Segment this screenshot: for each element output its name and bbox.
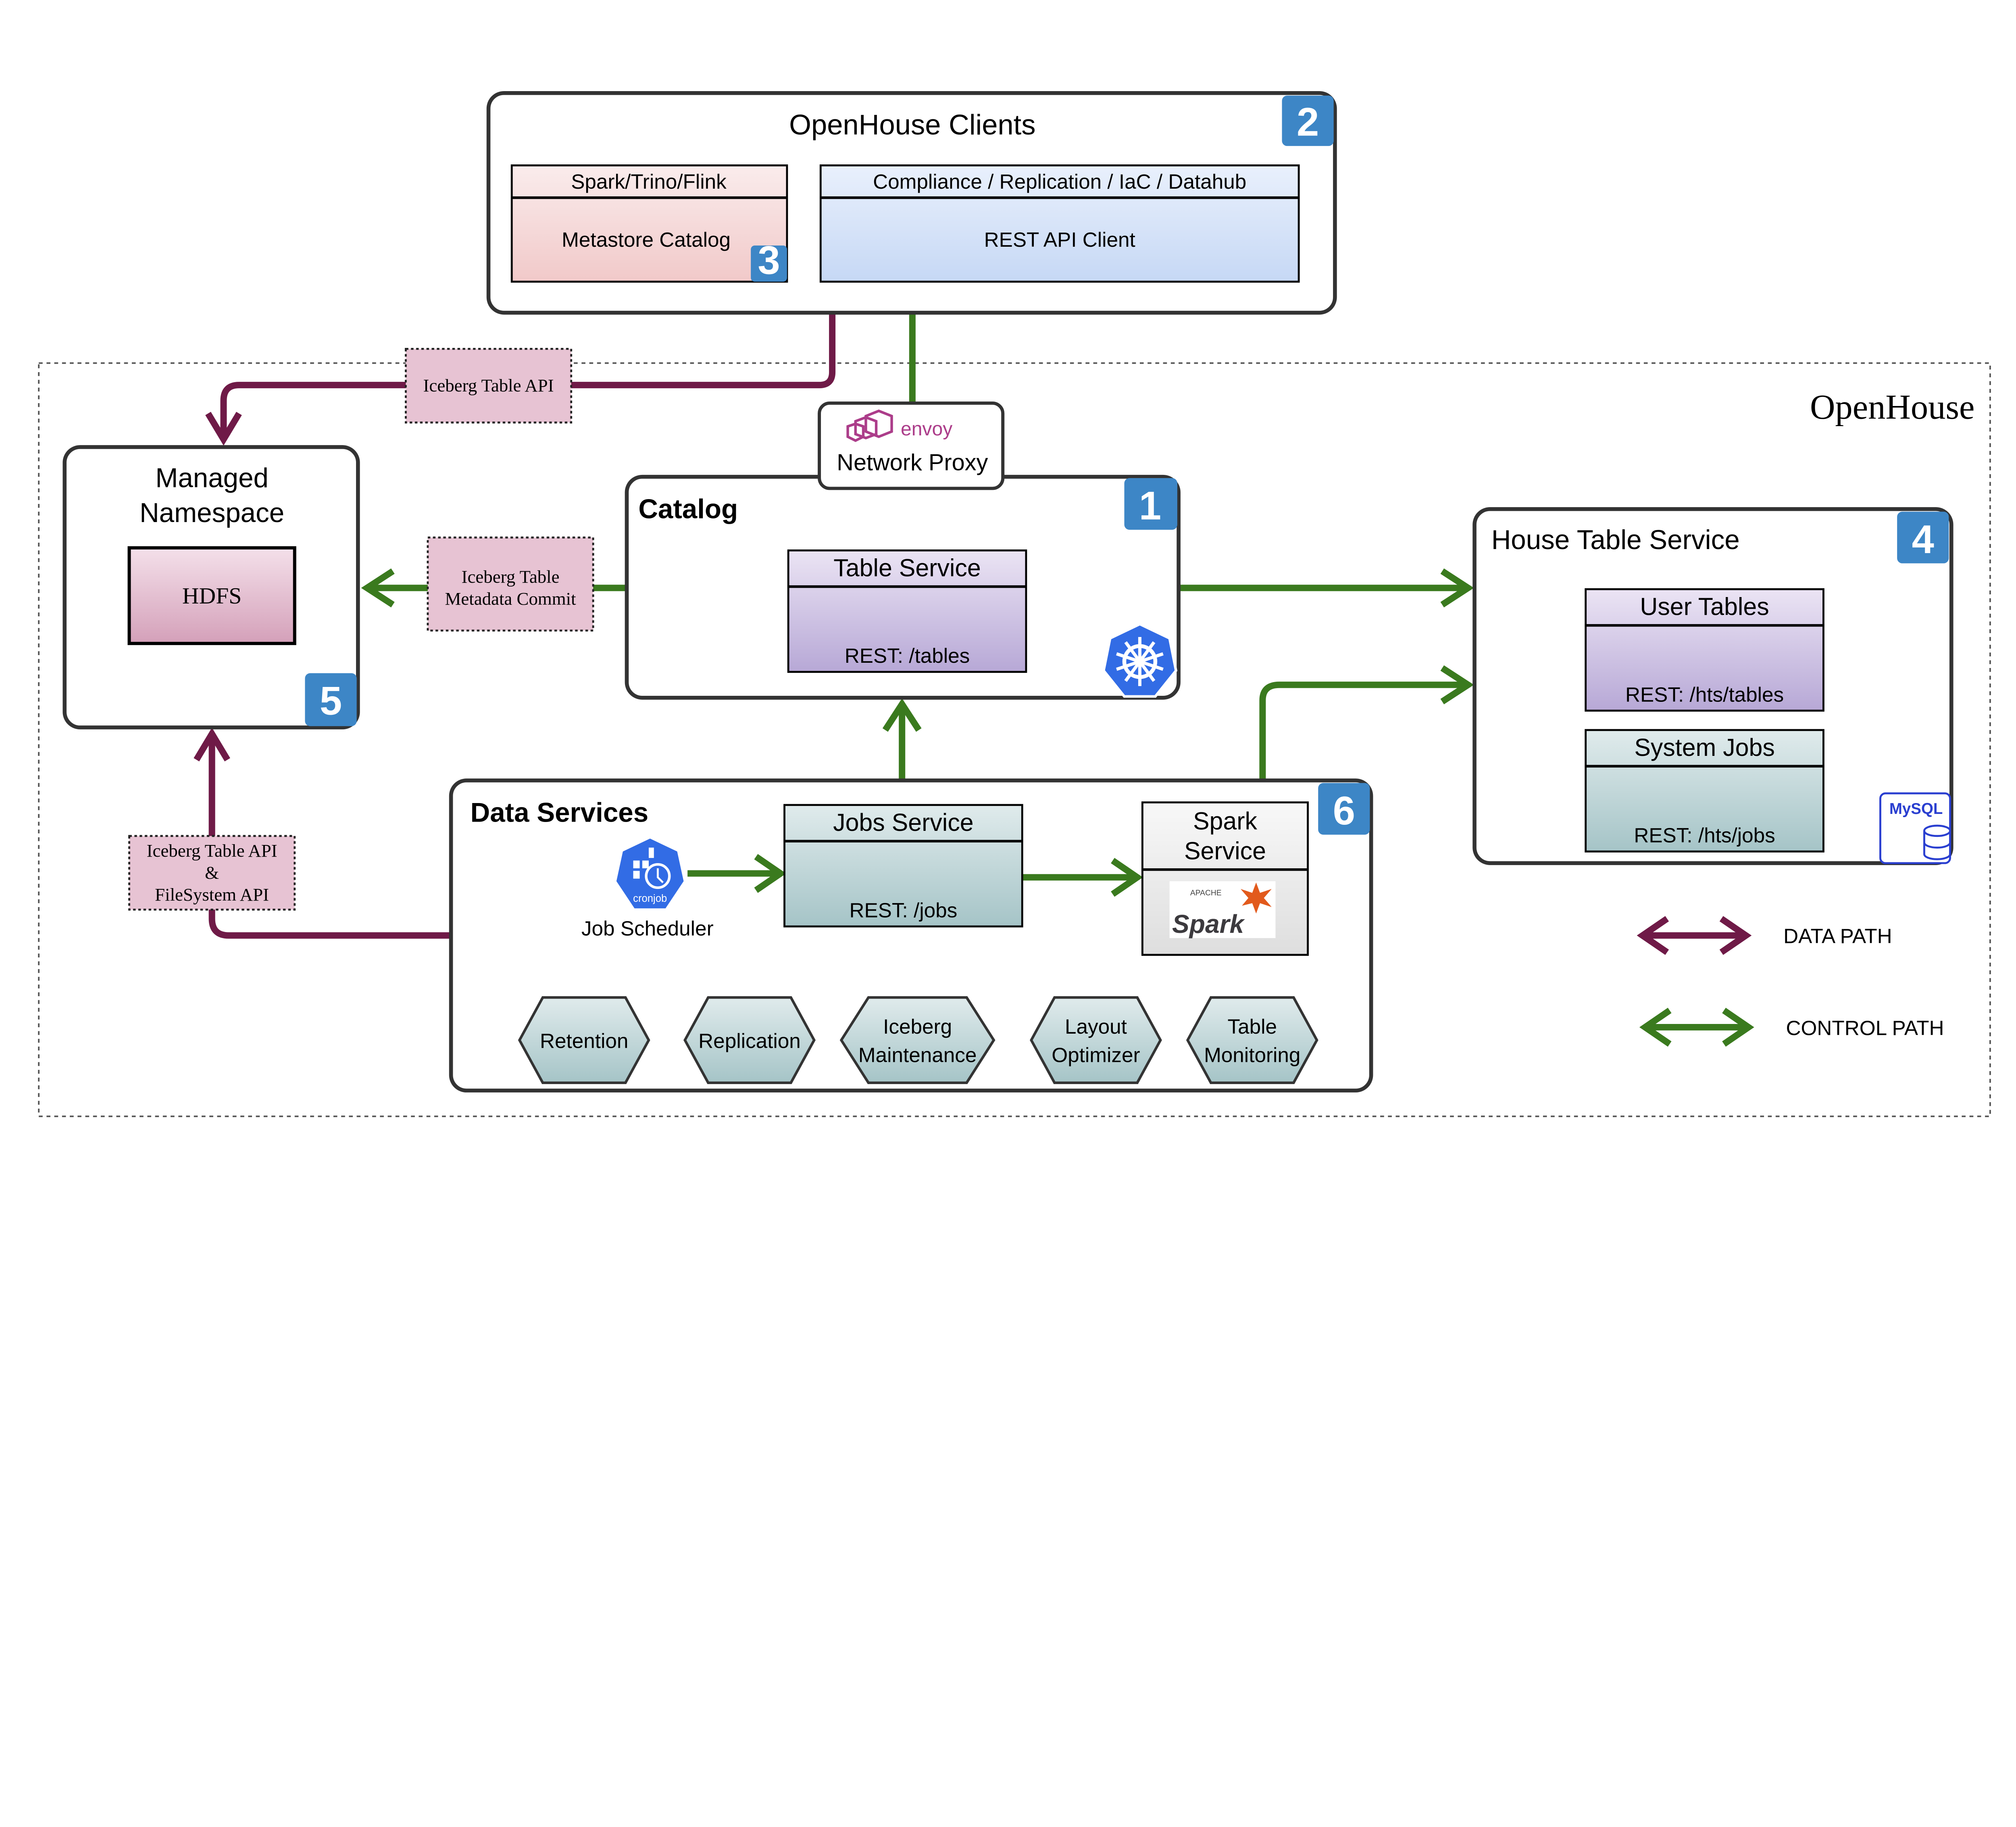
data-services-box: Data Services 6 cronjob Job Scheduler Jo… [449,778,1373,1092]
tools-clients-box: Compliance / Replication / IaC / Datahub… [819,164,1300,283]
engine-clients-box: Spark/Trino/Flink Metastore Catalog 3 [510,164,788,283]
badge-2 [1282,96,1334,146]
openhouse-boundary [38,362,1991,1117]
data-path-dataservices-to-namespace [194,727,451,939]
svg-text:Iceberg Table API: Iceberg Table API [423,375,554,395]
svg-text:Retention: Retention [540,1029,628,1052]
managed-namespace-box: Managed Namespace HDFS 5 [62,445,360,730]
badge-4-label: 4 [1912,517,1934,562]
tools-header: Compliance / Replication / IaC / Datahub [873,170,1246,193]
svg-text:Jobs Service: Jobs Service [833,809,974,836]
svg-text:Monitoring: Monitoring [1204,1044,1300,1067]
spark-service-box: Spark Service APACHE Spark [1141,801,1309,956]
house-table-title: House Table Service [1491,525,1740,555]
job-scheduler-label: Job Scheduler [581,917,714,940]
svg-text:DATA PATH: DATA PATH [1783,925,1892,948]
badge-6 [1318,783,1370,835]
engine-body: Metastore Catalog [562,228,731,251]
badge-5 [305,673,357,726]
svg-text:Table Service: Table Service [833,554,981,581]
table-service-box: Table Service REST: /tables [787,549,1027,673]
catalog-title: Catalog [638,494,738,524]
catalog-box: Catalog 1 Table Service REST: /tables [625,474,1181,700]
arrow-jobs-to-spark [1022,857,1143,897]
cronjob-icon: cronjob [616,839,684,909]
arrow-scheduler-to-jobs [687,854,787,893]
openhouse-label: OpenHouse [1810,387,1974,426]
badge-3 [751,245,787,282]
svg-text:APACHE: APACHE [1190,889,1222,897]
svg-text:Optimizer: Optimizer [1052,1044,1140,1067]
jobs-service-box: Jobs Service REST: /jobs [783,804,1023,928]
svg-text:System Jobs: System Jobs [1634,734,1774,761]
svg-text:Iceberg Table API: Iceberg Table API [147,841,277,861]
svg-text:Maintenance: Maintenance [858,1044,977,1067]
badge-2-label: 2 [1297,100,1319,145]
control-path-dataservices-to-catalog [882,698,922,780]
badge-3-label: 3 [758,238,780,283]
namespace-title-1: Managed [155,463,269,493]
svg-text:REST: /hts/tables: REST: /hts/tables [1625,683,1784,706]
badge-1-label: 1 [1139,483,1161,528]
badge-4 [1897,512,1949,564]
job-layout-optimizer: Layout Optimizer [1030,996,1162,1084]
hdfs-box [127,546,296,645]
envoy-icon [846,409,893,442]
apache-spark-logo: APACHE Spark [1169,881,1276,938]
house-table-service-box: House Table Service 4 User Tables REST: … [1472,507,1954,865]
kubernetes-icon [1102,622,1178,698]
svg-text:Service: Service [1184,837,1266,864]
user-tables-box: User Tables REST: /hts/tables [1585,588,1824,712]
svg-text:Spark: Spark [1193,807,1258,835]
edge-label-metadata-commit: Iceberg Table Metadata Commit [427,536,594,632]
svg-text:&: & [205,862,219,882]
data-path-clients-to-namespace [205,312,836,446]
data-services-title: Data Services [471,797,648,828]
svg-text:REST: /jobs: REST: /jobs [849,899,957,922]
system-jobs-box: System Jobs REST: /hts/jobs [1585,729,1824,853]
svg-text:Metadata Commit: Metadata Commit [445,589,576,609]
svg-text:Table: Table [1227,1015,1277,1038]
openhouse-clients-box: OpenHouse Clients 2 Spark/Trino/Flink Me… [486,91,1337,315]
svg-text:Replication: Replication [698,1029,801,1052]
mysql-icon: MySQL [1879,792,1951,864]
svg-text:Iceberg: Iceberg [883,1015,952,1038]
svg-text:CONTROL PATH: CONTROL PATH [1786,1016,1944,1039]
badge-6-label: 6 [1333,789,1355,833]
clients-title: OpenHouse Clients [789,108,1035,140]
architecture-diagram: OpenHouse OpenHouse Clients 2 Spar [38,91,1991,1117]
badge-5-label: 5 [320,678,342,723]
svg-text:cronjob: cronjob [633,893,667,904]
edge-label-iceberg-table-api: Iceberg Table API [405,348,573,424]
svg-text:Spark: Spark [1172,909,1245,938]
badge-1 [1124,478,1177,530]
svg-text:MySQL: MySQL [1889,800,1943,818]
hdfs-label: HDFS [182,583,242,609]
proxy-label: Network Proxy [837,450,988,476]
job-retention: Retention [518,996,650,1084]
legend-control-path: CONTROL PATH [1639,1007,1944,1047]
svg-text:REST: /tables: REST: /tables [845,644,970,667]
control-path-dataservices-to-housetable [1259,665,1474,780]
job-replication: Replication [683,996,816,1084]
envoy-logo-text: envoy [901,418,952,440]
job-iceberg-maintenance: Iceberg Maintenance [839,996,996,1084]
control-path-catalog-to-housetable [1179,568,1474,608]
svg-text:REST: /hts/jobs: REST: /hts/jobs [1634,824,1775,847]
svg-text:Layout: Layout [1065,1015,1127,1038]
svg-text:Iceberg Table: Iceberg Table [462,567,560,587]
legend-data-path: DATA PATH [1637,916,1892,955]
edge-label-table-and-filesystem-api: Iceberg Table API & FileSystem API [128,835,296,911]
tools-body: REST API Client [984,228,1135,251]
svg-text:FileSystem API: FileSystem API [155,884,269,905]
engine-header: Spark/Trino/Flink [571,170,727,193]
svg-text:User Tables: User Tables [1640,593,1769,620]
network-proxy-box: envoy Network Proxy [818,401,1005,490]
namespace-title-2: Namespace [140,498,284,528]
job-table-monitoring: Table Monitoring [1186,996,1318,1084]
